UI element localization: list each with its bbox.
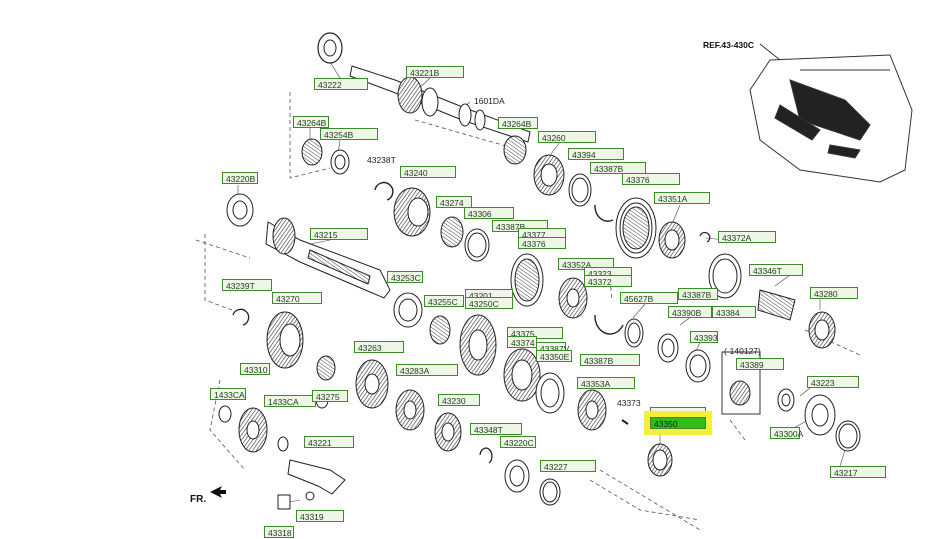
part-label-43264B-left[interactable]: 43264B <box>293 116 329 128</box>
part-label-43376[interactable]: 43376 <box>622 173 680 185</box>
part-label-43351A[interactable]: 43351A <box>654 192 710 204</box>
part-label-43372[interactable]: 43372 <box>584 275 632 287</box>
part-label-43220C[interactable]: 43220C <box>500 436 536 448</box>
part-label-43372A[interactable]: 43372A <box>718 231 776 243</box>
part-label-43223[interactable]: 43223 <box>807 376 859 388</box>
part-label-43387B-a[interactable]: 43387B <box>590 162 646 174</box>
part-label-45627B[interactable]: 45627B <box>620 292 678 304</box>
part-label-43222[interactable]: 43222 <box>314 78 368 90</box>
part-label-43350-highlighted[interactable]: 43350 <box>650 417 706 429</box>
part-label-43264B-right[interactable]: 43264B <box>498 117 538 129</box>
part-label-43215[interactable]: 43215 <box>310 228 368 240</box>
part-label-43318[interactable]: 43318 <box>264 526 294 538</box>
part-label-43300A[interactable]: 43300A <box>770 427 803 439</box>
part-label-43221B[interactable]: 43221B <box>406 66 464 78</box>
reference-label: REF.43-430C <box>703 40 755 50</box>
part-label-43239T[interactable]: 43239T <box>222 279 272 291</box>
part-label-43283A[interactable]: 43283A <box>396 364 458 376</box>
lower-gears <box>218 388 861 510</box>
part-label-1601DA[interactable]: 1601DA <box>474 96 505 106</box>
part-label-43306[interactable]: 43306 <box>464 207 514 219</box>
part-label-43270[interactable]: 43270 <box>272 292 322 304</box>
part-label-43263[interactable]: 43263 <box>354 341 404 353</box>
part-label-43319[interactable]: 43319 <box>296 510 344 522</box>
part-label-43274[interactable]: 43274 <box>436 196 472 208</box>
main-shaft <box>226 193 451 345</box>
part-label-43348T[interactable]: 43348T <box>470 423 522 435</box>
input-shaft <box>317 32 531 143</box>
part-label-43393[interactable]: 43393 <box>690 331 718 343</box>
part-label-43387B-c[interactable]: 43387B <box>678 288 718 300</box>
part-label-43260[interactable]: 43260 <box>538 131 596 143</box>
part-label-43227[interactable]: 43227 <box>540 460 596 472</box>
part-label-43373[interactable]: 43373 <box>617 398 641 408</box>
part-label-43376-b[interactable]: 43376 <box>518 237 566 249</box>
part-label-1433CA-right[interactable]: 1433CA <box>264 395 316 407</box>
leader-lines <box>195 92 861 531</box>
part-label-43253C[interactable]: 43253C <box>387 271 423 283</box>
part-label-43230[interactable]: 43230 <box>438 394 480 406</box>
transmission-housing-icon <box>749 43 913 183</box>
part-label-43387B-d[interactable]: 43387B <box>580 354 640 366</box>
part-label-43217[interactable]: 43217 <box>830 466 886 478</box>
part-label-43240[interactable]: 43240 <box>400 166 456 178</box>
part-label-43250C[interactable]: 43250C <box>465 297 513 309</box>
part-label-43353A[interactable]: 43353A <box>577 377 635 389</box>
part-label-43255C[interactable]: 43255C <box>424 295 464 307</box>
part-label-43254B[interactable]: 43254B <box>320 128 378 140</box>
part-label-1433CA-left[interactable]: 1433CA <box>210 388 246 400</box>
part-label-140127[interactable]: (-140127) <box>724 346 761 356</box>
part-label-43221[interactable]: 43221 <box>304 436 354 448</box>
front-arrow-icon <box>210 486 226 498</box>
upper-bearings <box>301 135 711 262</box>
part-label-43280[interactable]: 43280 <box>810 287 858 299</box>
part-label-43389[interactable]: 43389 <box>736 358 784 370</box>
part-label-43346T[interactable]: 43346T <box>749 264 803 276</box>
front-marker: FR. <box>190 494 207 505</box>
part-label-43238T[interactable]: 43238T <box>367 155 396 165</box>
part-label-43275[interactable]: 43275 <box>312 390 348 402</box>
part-label-43310[interactable]: 43310 <box>240 363 270 375</box>
part-label-43374[interactable]: 43374 <box>507 336 537 348</box>
part-label-43384[interactable]: 43384 <box>712 306 756 318</box>
part-label-43350E[interactable]: 43350E <box>536 350 572 362</box>
part-label-43394[interactable]: 43394 <box>568 148 624 160</box>
part-label-43390B[interactable]: 43390B <box>668 306 712 318</box>
part-label-43220B[interactable]: 43220B <box>222 172 258 184</box>
